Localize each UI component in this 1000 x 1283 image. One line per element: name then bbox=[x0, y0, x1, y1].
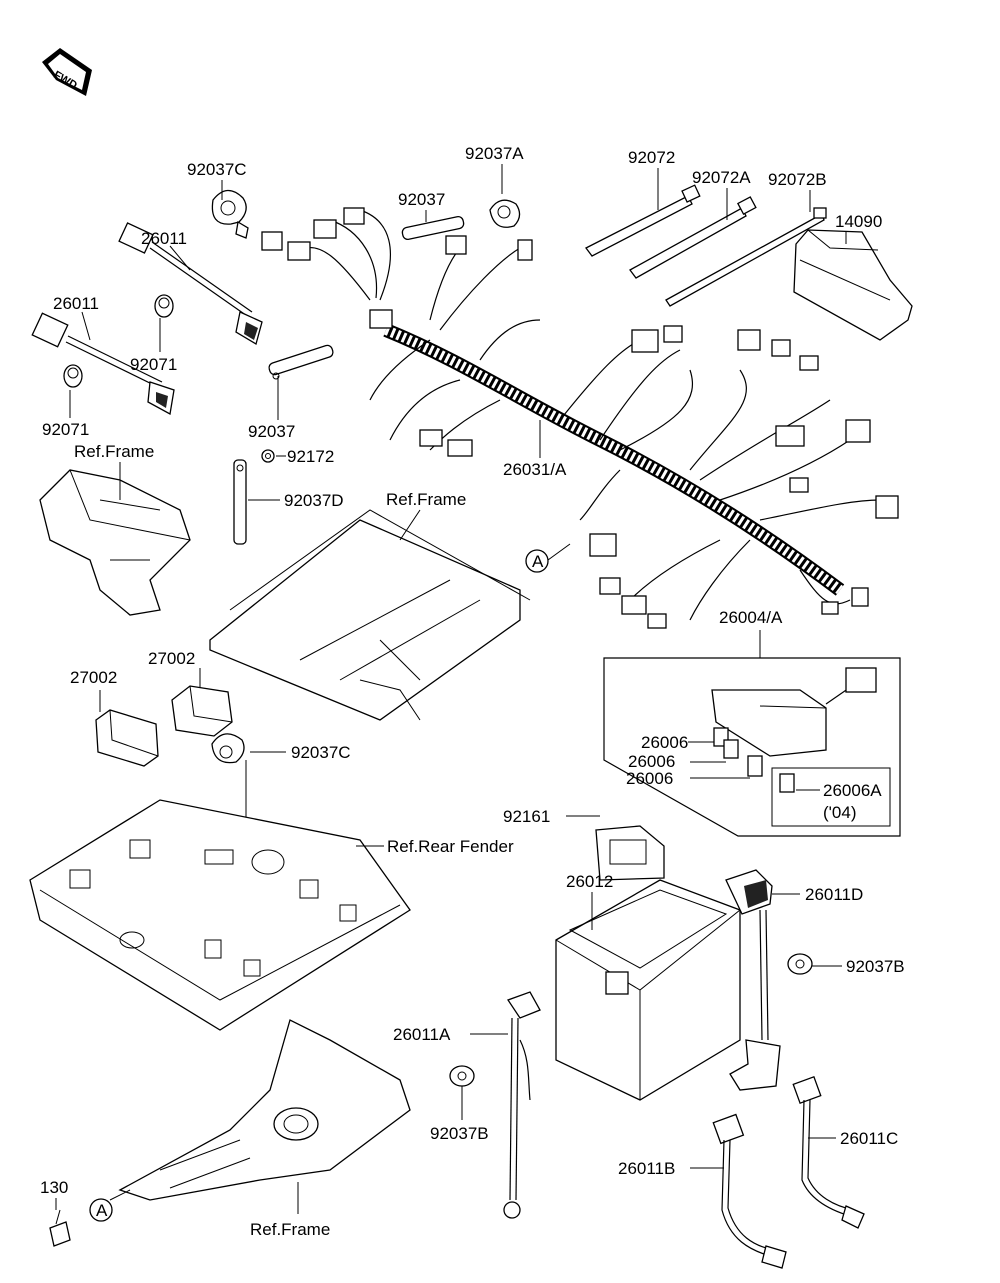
label-26004a: 26004/A bbox=[719, 608, 783, 627]
label-92072: 92072 bbox=[628, 148, 675, 167]
grommet-92071-b bbox=[63, 364, 83, 388]
label-26031a: 26031/A bbox=[503, 460, 567, 479]
label-92161: 92161 bbox=[503, 807, 550, 826]
label-26012: 26012 bbox=[566, 872, 613, 891]
clamp-92037a bbox=[489, 199, 521, 228]
label-92037c-mid: 92037C bbox=[291, 743, 351, 762]
frame-mid bbox=[209, 509, 531, 721]
label-26011b: 26011B bbox=[618, 1159, 675, 1178]
label-ref-frame-left: Ref.Frame bbox=[74, 442, 154, 461]
grommet-92071-a bbox=[154, 294, 174, 318]
leader-lines bbox=[55, 164, 847, 1214]
fwd-arrow-icon: FWD bbox=[42, 48, 92, 96]
circle-a-top-marker bbox=[525, 549, 549, 573]
label-92037-mid: 92037 bbox=[248, 422, 295, 441]
label-ref-rear-fender: Ref.Rear Fender bbox=[387, 837, 514, 856]
cable-26011c bbox=[792, 1076, 865, 1229]
relay-27002-a bbox=[95, 709, 159, 767]
fuse-box-panel bbox=[603, 657, 901, 837]
band-92037-top bbox=[401, 215, 465, 241]
label-92037d: 92037D bbox=[284, 491, 344, 510]
label-circle-a-bottom: A bbox=[96, 1201, 108, 1220]
label-130: 130 bbox=[40, 1178, 68, 1197]
bolt-92172 bbox=[261, 449, 275, 463]
tie-92072b bbox=[665, 207, 827, 307]
label-26011c: 26011C bbox=[840, 1129, 898, 1148]
label-92071-a: 92071 bbox=[130, 355, 177, 374]
label-92172: 92172 bbox=[287, 447, 334, 466]
label-92072a: 92072A bbox=[692, 168, 751, 187]
label-92037b-right: 92037B bbox=[846, 957, 905, 976]
battery-26012 bbox=[555, 879, 741, 1101]
label-ref-frame-bottom: Ref.Frame bbox=[250, 1220, 330, 1239]
label-ref-frame-mid: Ref.Frame bbox=[386, 490, 466, 509]
cable-26011d bbox=[725, 869, 781, 1091]
label-27002-a: 27002 bbox=[70, 668, 117, 687]
frame-bottom bbox=[118, 1019, 411, 1201]
cover-14090 bbox=[793, 229, 913, 341]
clamp-92037b-left bbox=[449, 1065, 475, 1087]
band-92037-mid bbox=[268, 344, 334, 380]
cable-26011a bbox=[503, 991, 541, 1219]
label-26006-b: 26006 bbox=[628, 752, 675, 771]
label-26006a: 26006A bbox=[823, 781, 882, 800]
band-92037d bbox=[233, 459, 247, 545]
clamp-92037c-top bbox=[211, 189, 249, 239]
label-26011d: 26011D bbox=[805, 885, 863, 904]
cable-26011-upper bbox=[118, 222, 263, 345]
label-26006a-note: ('04) bbox=[823, 803, 856, 822]
label-92037-top: 92037 bbox=[398, 190, 445, 209]
label-26011-b: 26011 bbox=[53, 294, 99, 313]
label-circle-a-top: A bbox=[532, 552, 544, 571]
frame-left bbox=[39, 469, 191, 616]
label-26006-a: 26006 bbox=[641, 733, 688, 752]
label-92072b: 92072B bbox=[768, 170, 827, 189]
tie-92072a bbox=[629, 196, 757, 279]
label-92037a: 92037A bbox=[465, 144, 524, 163]
label-14090: 14090 bbox=[835, 212, 882, 231]
cable-26011-lower bbox=[31, 312, 175, 416]
relay-27002-b bbox=[171, 685, 233, 737]
tie-92072 bbox=[585, 184, 701, 257]
label-26011a: 26011A bbox=[393, 1025, 451, 1044]
label-92071-b: 92071 bbox=[42, 420, 89, 439]
label-26006-c: 26006 bbox=[626, 769, 673, 788]
label-27002-b: 27002 bbox=[148, 649, 195, 668]
cable-26011b bbox=[712, 1113, 787, 1269]
circle-a-bottom-marker bbox=[89, 1198, 113, 1222]
label-92037c-top: 92037C bbox=[187, 160, 247, 179]
fuse-92161 bbox=[595, 825, 665, 881]
bolt-130 bbox=[49, 1209, 71, 1247]
main-harness-26031a bbox=[261, 207, 899, 629]
label-26011-a: 26011 bbox=[141, 229, 187, 248]
clamp-92037b-right bbox=[787, 953, 813, 975]
label-92037b-left: 92037B bbox=[430, 1124, 489, 1143]
rear-fender-tray bbox=[29, 799, 411, 1031]
